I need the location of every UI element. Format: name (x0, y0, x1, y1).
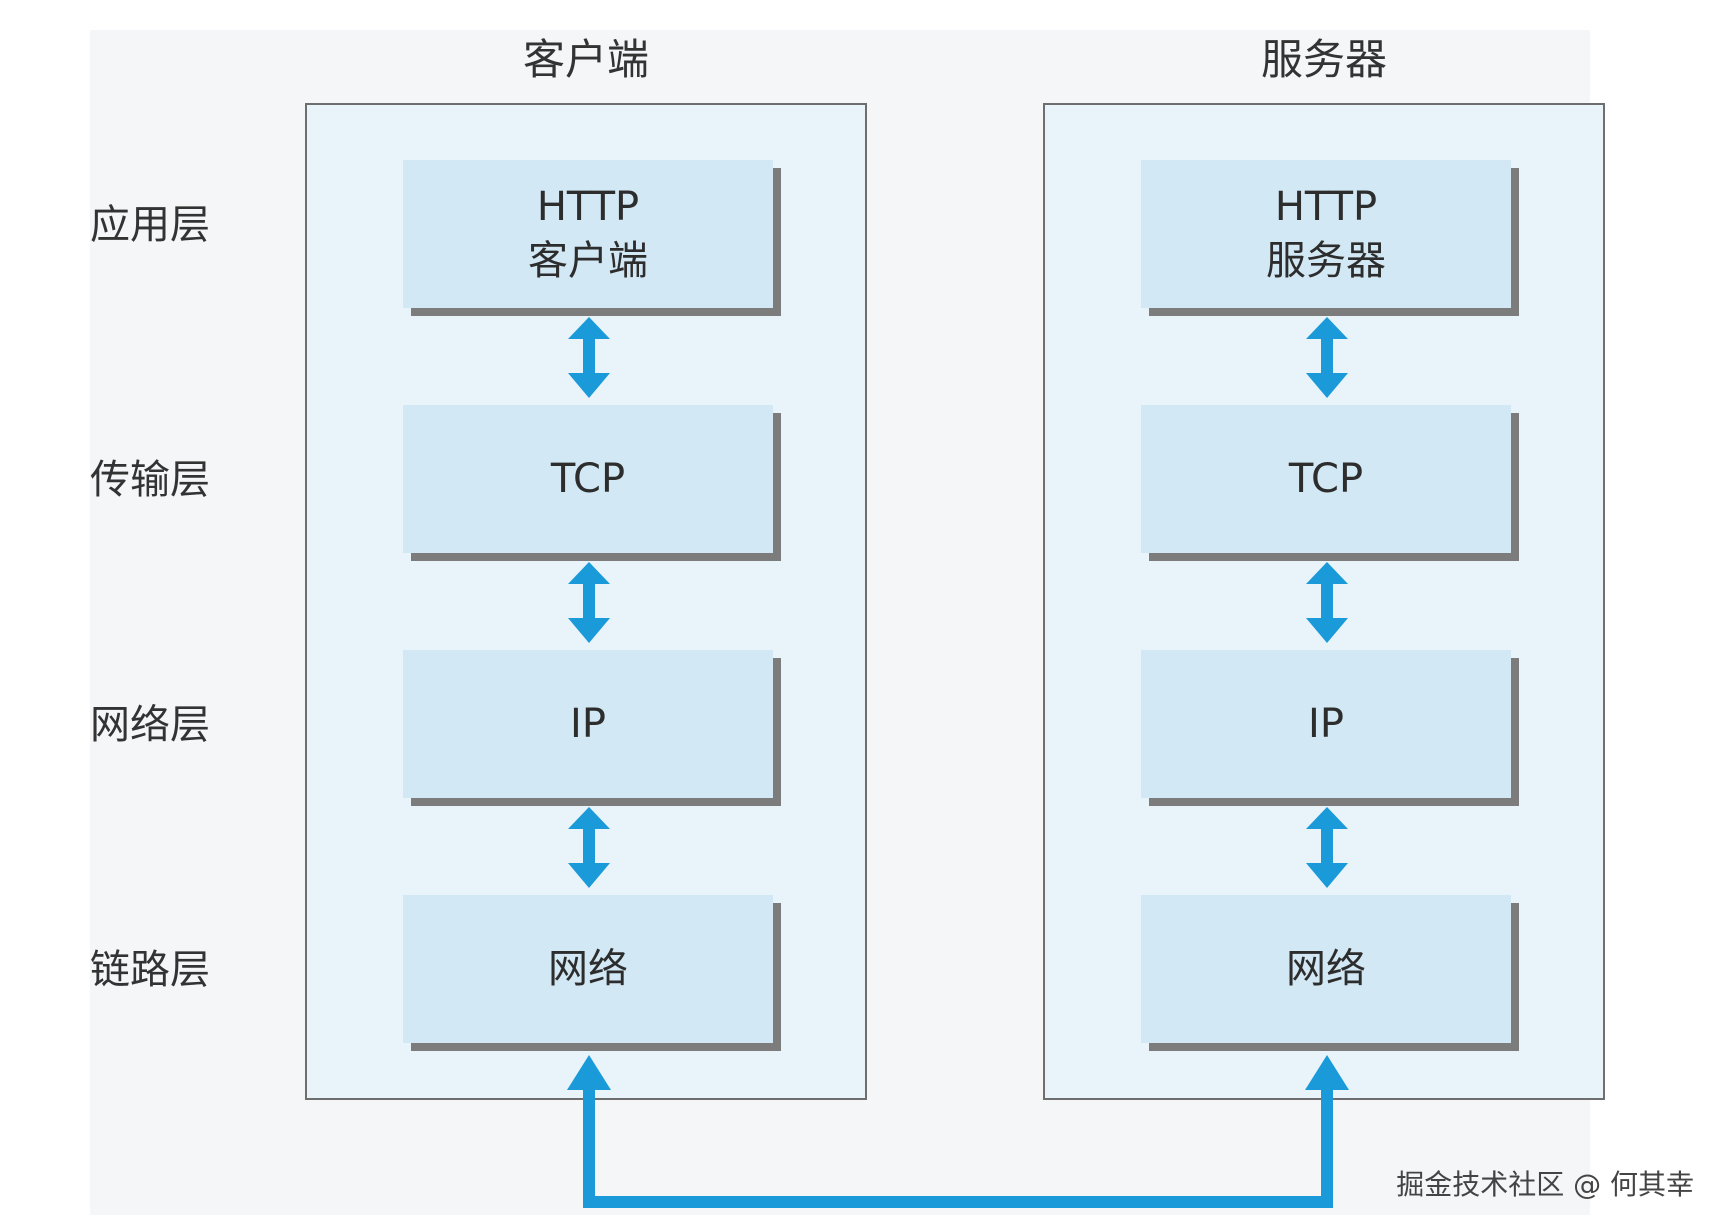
server-http-sublabel: 服务器 (1266, 238, 1386, 284)
server-column-title: 服务器 (1260, 35, 1387, 84)
server-tcp-box: TCP (1141, 405, 1511, 553)
layer-label-network: 网络层 (90, 702, 210, 748)
server-arrow-tcp-ip (1306, 562, 1348, 643)
server-arrow-http-tcp (1306, 317, 1348, 398)
server-http-label: HTTP (1274, 184, 1378, 230)
client-network-label: 网络 (548, 946, 628, 992)
client-http-sublabel: 客户端 (528, 238, 648, 284)
client-arrow-ip-network (568, 807, 610, 888)
client-arrow-tcp-ip (568, 562, 610, 643)
client-tcp-box: TCP (403, 405, 773, 553)
server-network-box: 网络 (1141, 895, 1511, 1043)
server-ip-label: IP (1308, 701, 1344, 747)
client-column-title: 客户端 (522, 35, 649, 84)
server-http-box: HTTP 服务器 (1141, 160, 1511, 308)
server-arrow-ip-network (1306, 807, 1348, 888)
layer-label-transport: 传输层 (90, 457, 210, 503)
server-tcp-label: TCP (1288, 456, 1364, 502)
layer-label-application: 应用层 (90, 202, 210, 248)
client-http-label: HTTP (536, 184, 640, 230)
server-network-label: 网络 (1286, 946, 1366, 992)
client-network-box: 网络 (403, 895, 773, 1043)
layer-label-link: 链路层 (90, 947, 210, 993)
client-tcp-label: TCP (550, 456, 626, 502)
watermark: 掘金技术社区 @ 何其幸 (1396, 1168, 1694, 1201)
network-link-line (567, 1055, 1349, 1208)
client-ip-label: IP (570, 701, 606, 747)
client-http-box: HTTP 客户端 (403, 160, 773, 308)
client-ip-box: IP (403, 650, 773, 798)
client-arrow-http-tcp (568, 317, 610, 398)
server-ip-box: IP (1141, 650, 1511, 798)
